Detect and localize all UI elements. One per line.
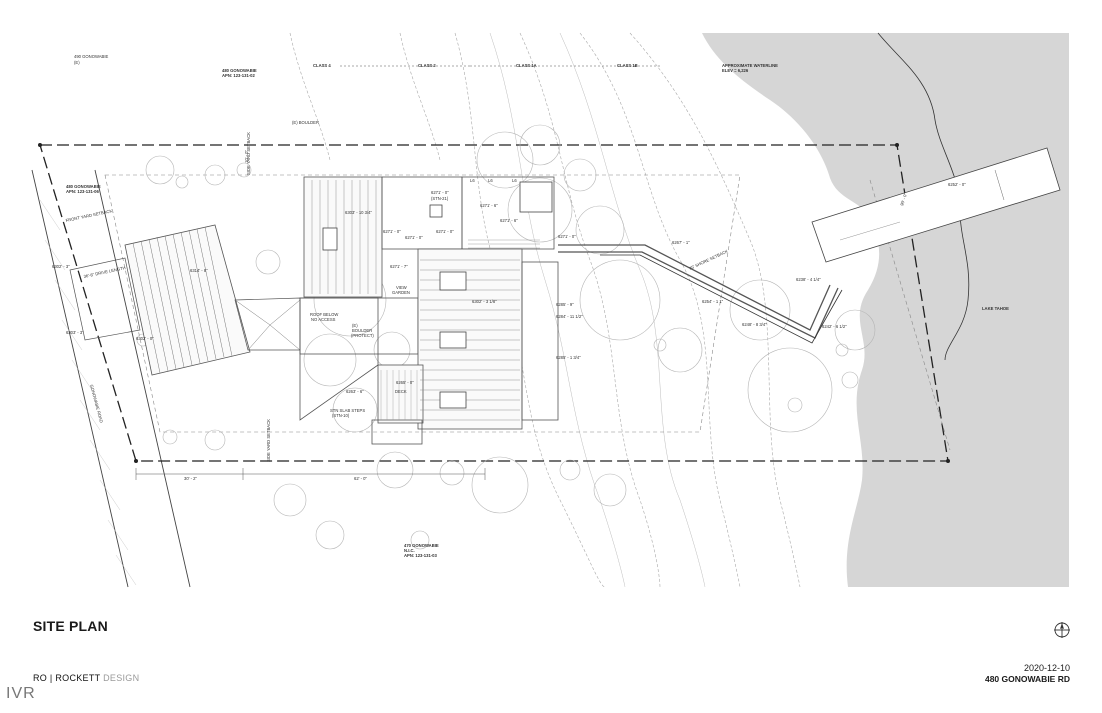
road-hatching: [39, 199, 137, 586]
label-class-2: CLASS 2: [418, 63, 436, 68]
connector-roof-ridge: [234, 299, 301, 351]
garage-roof: [69, 224, 251, 376]
label-el-6302: 6302' - 3": [52, 264, 70, 269]
label-slab-steps-1: STN SLAB STEPS: [330, 408, 365, 413]
boardwalk: [558, 244, 831, 331]
label-le-3: L6: [512, 178, 517, 183]
sheet-date: 2020-12-10: [1023, 663, 1070, 673]
firm-suffix: DESIGN: [103, 673, 140, 683]
label-el-6285-b: 6285' - 1 3/4": [556, 355, 581, 360]
sheet-address: 480 GONOWABIE RD: [984, 674, 1070, 684]
label-deck: DECK: [395, 389, 407, 394]
watermark: IVR: [6, 685, 36, 702]
label-le-2: L6: [488, 178, 493, 183]
label-el-6285: 6285' - 9": [556, 302, 574, 307]
label-parcel-470-nic: N.I.C.: [404, 548, 415, 553]
label-side-setback-top: SIDE YARD SETBACK: [246, 132, 251, 175]
label-el-6271-c: 6271' - 6": [500, 218, 518, 223]
skylights: [322, 181, 553, 409]
label-parcel-480-north: 480 GONOWABIE: [222, 68, 257, 73]
label-parcel-480-west-apn: APN: 123-131-06: [66, 189, 99, 194]
label-el-6271-d: 6271' - 0": [383, 229, 401, 234]
label-view-1: VIEW: [396, 285, 407, 290]
lake-area: [702, 33, 1069, 587]
label-dim-side: 10' - 0": [244, 149, 249, 163]
label-el-6238: 6238' - 4 1/4": [796, 277, 821, 282]
label-el-6248: 6248' - 8 3/4": [742, 322, 767, 327]
label-dim-30: 30' - 2": [184, 476, 198, 481]
label-el-6303: 6303' - 10 3/4": [345, 210, 372, 215]
label-el-6263: 6263' - 6": [346, 389, 364, 394]
sheet-title: SITE PLAN: [33, 618, 108, 634]
label-boulder-top: (E) BOULDER: [292, 120, 319, 125]
label-side-setback-bottom: SIDE YARD SETBACK: [266, 419, 271, 462]
label-waterline-1: APPROXIMATE WATERLINE: [722, 63, 778, 68]
boardwalk-rail: [600, 254, 843, 344]
dimension-lines: [135, 65, 660, 480]
label-el-6267: 6267' - 1": [672, 240, 690, 245]
roof-hatch-deck: [380, 370, 418, 420]
label-parcel-480-north-apn: APN: 123-131-02: [222, 73, 255, 78]
label-el-6254: 6254' - 1 1": [702, 299, 724, 304]
firm-logo: RO | ROCKETT DESIGN: [33, 673, 139, 683]
label-el-6303-b: 6303' - 3": [66, 330, 84, 335]
label-dim-pier: 90' - 0": [899, 192, 908, 206]
label-class-4: CLASS 4: [313, 63, 331, 68]
label-parcel-470: 470 GONOWABIE: [404, 543, 439, 548]
label-el-6302-c: 6302' - 3 1/8": [472, 299, 497, 304]
label-el-6271-b: 6271' - 6": [480, 203, 498, 208]
label-parcel-480-west: 480 GONOWABIE: [66, 184, 101, 189]
label-class-1b: CLASS 1B: [617, 63, 638, 68]
label-el-6271-a: 6271' - 0": [431, 190, 449, 195]
label-boulder-mid-2: BOULDER: [352, 328, 372, 333]
label-parcel-490-e: (E): [74, 60, 80, 65]
boundary-corner: [38, 143, 42, 147]
label-el-6271-h: 6271' - 0": [558, 234, 576, 239]
label-roof-below-2: NO ACCESS: [311, 317, 336, 322]
label-el-6314: 6314' - 8": [190, 268, 208, 273]
label-waterline-2: ELEV = 6,226: [722, 68, 749, 73]
interior-stair: [468, 239, 540, 249]
firm-name: RO | ROCKETT: [33, 673, 101, 683]
label-el-6271-stn: (STN-21): [431, 196, 449, 201]
label-le-1: L6: [470, 178, 475, 183]
trees: [136, 124, 876, 550]
label-el-6242: 6242' - 6 1/2": [822, 324, 847, 329]
label-roof-below-1: ROOF BELOW: [310, 312, 338, 317]
label-view-2: GARDEN: [392, 290, 410, 295]
gonowabie-road: [31, 169, 191, 588]
setback-lines: [104, 174, 951, 451]
label-road: GONOWABIE ROAD: [89, 384, 104, 423]
boundary-corner: [134, 459, 138, 463]
label-boulder-mid-1: (E): [352, 323, 358, 328]
label-el-6271-g: 6271' - 7": [390, 264, 408, 269]
boundary-corner: [946, 459, 950, 463]
contour-lines: [289, 32, 801, 588]
roof-hatch-center: [420, 259, 520, 421]
label-el-6271-f: 6271' - 0": [405, 235, 423, 240]
label-class-1a: CLASS 1A: [516, 63, 537, 68]
pier: [811, 147, 1061, 263]
boardwalk-edge: [558, 251, 839, 339]
label-parcel-470-apn: APN: 123-131-03: [404, 553, 437, 558]
label-lake: LAKE TAHOE: [982, 306, 1009, 311]
main-house: [299, 176, 559, 445]
label-el-6284: 6284' - 11 1/2": [556, 314, 583, 319]
label-parcel-490: 490 GONOWABIE: [74, 54, 108, 59]
label-el-6252: 6252' - 0": [948, 182, 966, 187]
label-shore-setback: 35' SHORE SETBACK: [688, 248, 729, 270]
boundary-corner: [895, 143, 899, 147]
label-dim-62: 62' - 0": [354, 476, 368, 481]
label-slab-steps-2: (STN-10): [332, 413, 350, 418]
label-boulder-mid-3: (PROTECT): [351, 333, 374, 338]
label-el-6265: 6265' - 0": [396, 380, 414, 385]
label-el-6302-b: 6302' - 0": [136, 336, 154, 341]
label-el-6271-e: 6271' - 0": [436, 229, 454, 234]
north-arrow-icon: [1054, 622, 1070, 638]
